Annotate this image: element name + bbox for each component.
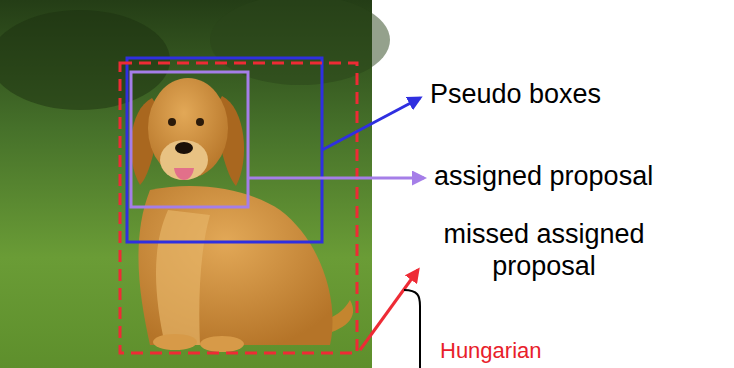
callout-label: assigned proposal: [434, 160, 653, 192]
assigned-proposal-box: [131, 72, 248, 207]
callout-label: missed assigned proposal: [428, 218, 660, 283]
pseudo-box: [127, 58, 322, 242]
method-label: Hungarian: [440, 338, 542, 364]
missed-proposal-box: [120, 63, 357, 353]
leader-arrow: [360, 270, 418, 350]
dog: [131, 78, 353, 352]
leader-arrow: [322, 98, 420, 150]
leader-arrow: [248, 177, 424, 180]
bracket: [404, 290, 420, 368]
foliage: [0, 10, 170, 110]
callout-label: Pseudo boxes: [430, 78, 601, 110]
